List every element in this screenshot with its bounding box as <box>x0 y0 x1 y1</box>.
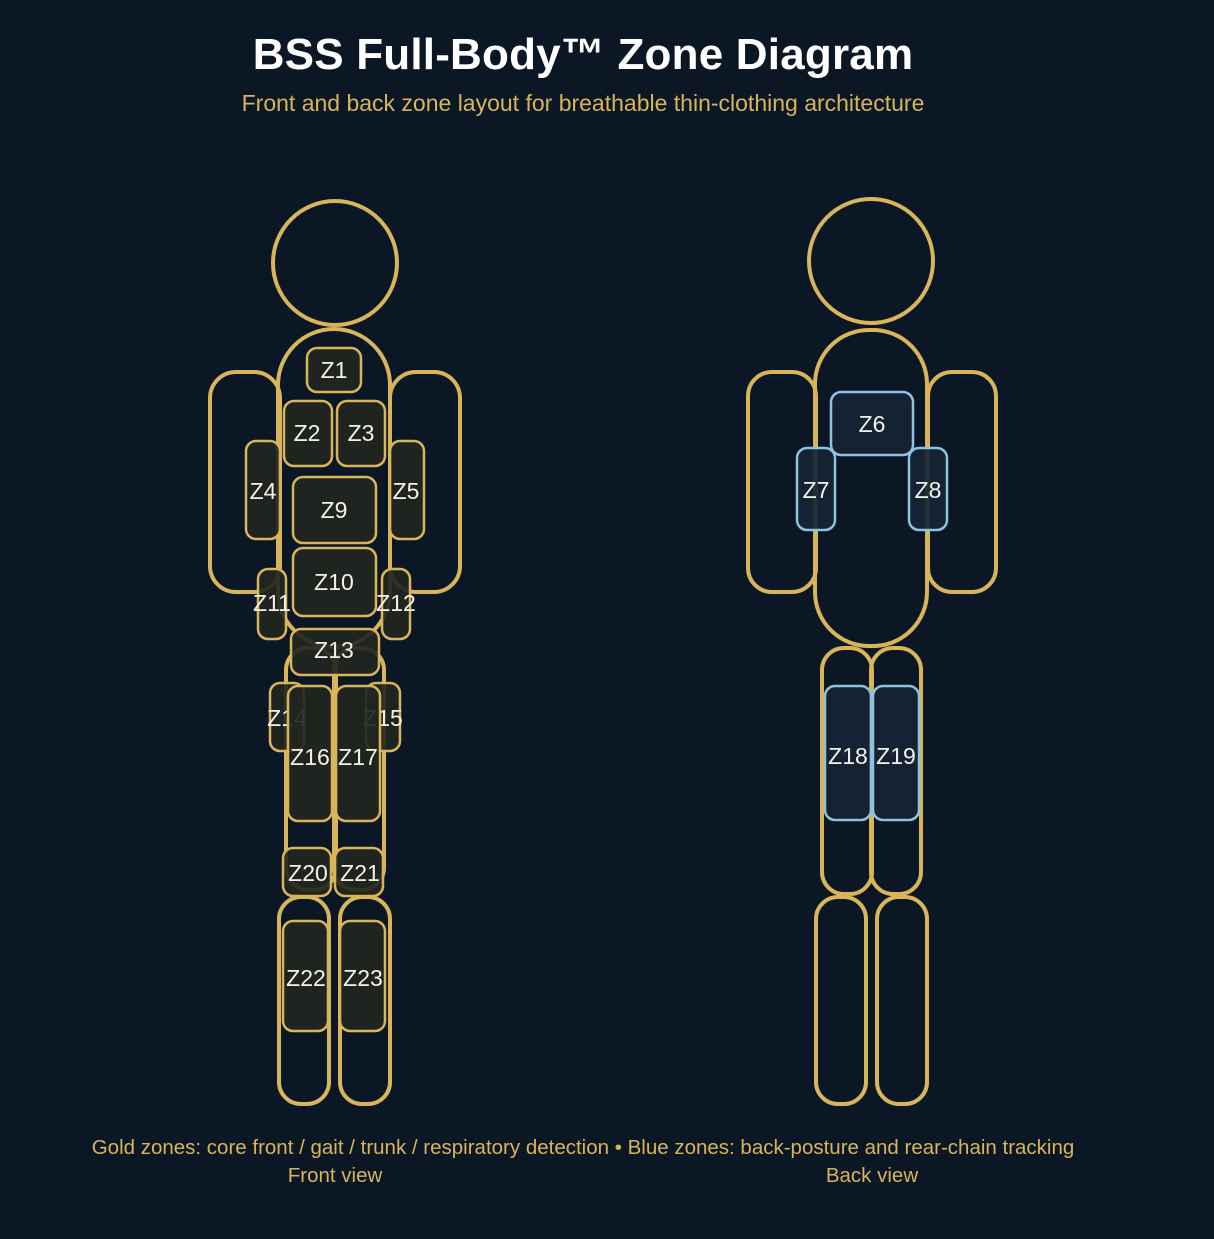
back-head <box>807 197 935 325</box>
diagram-subtitle: Front and back zone layout for breathabl… <box>241 90 925 116</box>
zone-z16-label: Z16 <box>290 744 330 770</box>
zone-z20-box <box>281 846 333 898</box>
zone-z7-box <box>795 446 837 532</box>
zone-z2-label: Z2 <box>294 420 321 446</box>
zone-z12-label: Z12 <box>376 590 416 616</box>
zone-z1-label: Z1 <box>321 357 348 383</box>
zone-z16: Z16 <box>286 684 334 823</box>
zone-z6-box <box>829 390 915 457</box>
color-legend: Gold zones: core front / gait / trunk / … <box>91 1136 1075 1159</box>
zone-z11-label: Z11 <box>253 590 291 616</box>
zone-z5-label: Z5 <box>393 478 420 504</box>
zone-z10-label: Z10 <box>314 569 354 595</box>
zone-z18-box <box>823 684 873 822</box>
zone-z17: Z17 <box>334 684 382 823</box>
zone-z23-box <box>338 919 387 1033</box>
zone-z10: Z10 <box>291 546 378 618</box>
zone-z8: Z8 <box>907 446 949 532</box>
zone-z18-label: Z18 <box>828 743 868 769</box>
front-head <box>271 199 399 327</box>
back-view-label: Back view <box>825 1164 919 1187</box>
zone-z12: Z12 <box>376 567 416 641</box>
zone-z4: Z4 <box>244 439 282 541</box>
zone-z7: Z7 <box>795 446 837 532</box>
zone-z22-box <box>281 919 330 1033</box>
zone-z9: Z9 <box>291 475 378 545</box>
zone-z17-label: Z17 <box>338 744 378 770</box>
zone-z23: Z23 <box>338 919 387 1033</box>
zone-z21: Z21 <box>333 846 385 898</box>
zone-z4-label: Z4 <box>250 478 277 504</box>
zone-z11: Z11 <box>253 567 291 641</box>
zone-z10-box <box>291 546 378 618</box>
zone-z8-box <box>907 446 949 532</box>
zone-z21-label: Z21 <box>340 860 380 886</box>
zone-z18: Z18 <box>823 684 873 822</box>
zone-z17-box <box>334 684 382 823</box>
zone-z23-label: Z23 <box>343 965 383 991</box>
zone-z7-label: Z7 <box>803 477 830 503</box>
back-body-outline <box>746 197 998 1106</box>
zones-layer: Z1Z2Z3Z4Z5Z9Z10Z11Z12Z13Z14Z15Z16Z17Z20Z… <box>244 346 949 1033</box>
back-right-shin <box>875 895 929 1106</box>
zone-z5-box <box>388 439 426 541</box>
zone-z3-label: Z3 <box>348 420 375 446</box>
zone-z12-box <box>380 567 412 641</box>
zone-z20-label: Z20 <box>288 860 328 886</box>
zone-z20: Z20 <box>281 846 333 898</box>
zone-z22-label: Z22 <box>286 965 326 991</box>
zone-z16-box <box>286 684 334 823</box>
zone-z1: Z1 <box>305 346 363 394</box>
diagram-title: BSS Full-Body™ Zone Diagram <box>252 30 914 79</box>
zone-z3-box <box>335 399 387 468</box>
back-left-shin <box>814 895 868 1106</box>
zone-z6-label: Z6 <box>859 411 886 437</box>
zone-z21-box <box>333 846 385 898</box>
zone-z8-label: Z8 <box>915 477 942 503</box>
zone-z9-label: Z9 <box>321 497 348 523</box>
zone-z2-box <box>282 399 334 468</box>
zone-z13-box <box>289 627 381 677</box>
zone-z5: Z5 <box>388 439 426 541</box>
zone-z11-box <box>256 567 288 641</box>
zone-z9-box <box>291 475 378 545</box>
zone-z19-label: Z19 <box>876 743 916 769</box>
zone-z1-box <box>305 346 363 394</box>
zone-z3: Z3 <box>335 399 387 468</box>
zone-z4-box <box>244 439 282 541</box>
zone-z19: Z19 <box>871 684 921 822</box>
zone-z22: Z22 <box>281 919 330 1033</box>
zone-z19-box <box>871 684 921 822</box>
zone-z13-label: Z13 <box>314 637 354 663</box>
zone-z2: Z2 <box>282 399 334 468</box>
zone-z6: Z6 <box>829 390 915 457</box>
zone-z13: Z13 <box>289 627 381 677</box>
front-view-label: Front view <box>287 1164 383 1187</box>
